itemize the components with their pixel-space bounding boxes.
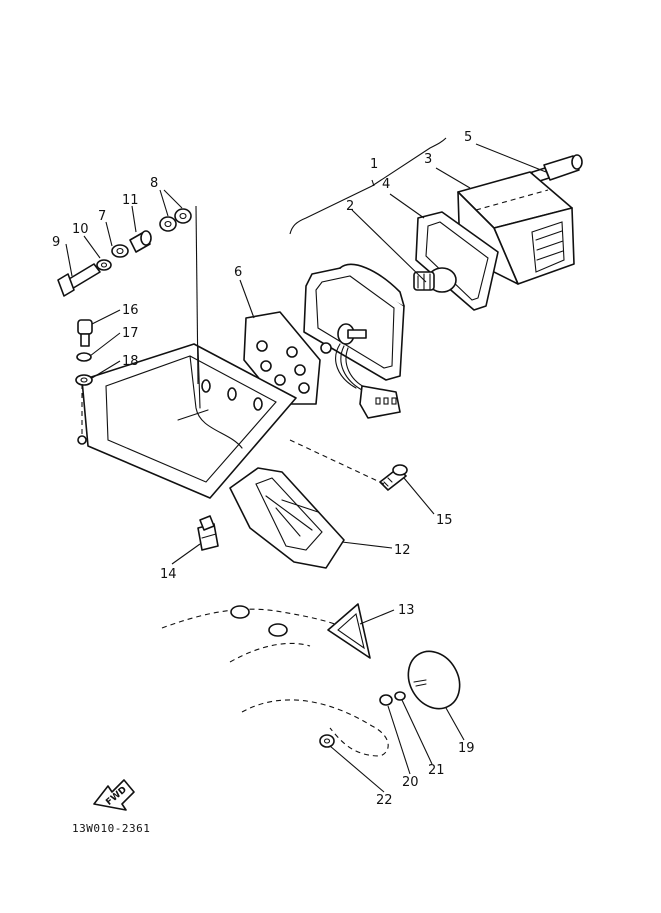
callout-10: 10 <box>72 222 89 237</box>
callout-3: 3 <box>424 152 432 167</box>
callout-4: 4 <box>382 177 390 192</box>
part-20-washer <box>379 694 393 706</box>
callout-17: 17 <box>122 326 139 341</box>
part-8-grommets <box>159 208 192 232</box>
diagram-code: 13W010-2361 <box>72 822 150 835</box>
callout-2: 2 <box>346 199 354 214</box>
callout-6: 6 <box>234 265 242 280</box>
part-11-collar <box>129 230 152 253</box>
part-9-bolt <box>57 263 101 297</box>
callout-19: 19 <box>458 741 475 756</box>
fwd-arrow: FWD <box>93 779 135 811</box>
part-19-round-reflector <box>407 650 461 710</box>
callout-11: 11 <box>122 193 139 208</box>
part-15-bolt <box>379 464 408 491</box>
part-4-gasket <box>415 211 499 311</box>
callout-5: 5 <box>464 130 472 145</box>
callout-21: 21 <box>428 763 445 778</box>
part-17-washer <box>76 352 92 362</box>
part-7-washer <box>111 244 129 258</box>
part-13-triangle-reflector <box>327 603 371 659</box>
callout-12: 12 <box>394 543 411 558</box>
callout-15: 15 <box>436 513 453 528</box>
part-2-bulb <box>413 267 457 293</box>
callout-8: 8 <box>150 176 158 191</box>
callout-22: 22 <box>376 793 393 808</box>
callout-20: 20 <box>402 775 419 790</box>
callout-18: 18 <box>122 354 139 369</box>
part-10-washer <box>96 259 112 271</box>
callout-1: 1 <box>370 157 378 172</box>
callout-9: 9 <box>52 235 60 250</box>
leader-lines <box>65 137 547 793</box>
bracket-tray <box>77 343 297 499</box>
part-22-nut <box>319 734 335 748</box>
callout-7: 7 <box>98 209 106 224</box>
part-12-fender-bracket <box>229 467 345 569</box>
part-21-washer <box>394 691 406 701</box>
part-18-washer <box>75 374 93 386</box>
callout-14: 14 <box>160 567 177 582</box>
taillight-housing <box>303 263 405 419</box>
callout-labels: 1 2 3 4 5 6 7 8 9 10 11 12 13 14 15 16 1… <box>52 130 475 808</box>
part-16-screw <box>77 319 93 347</box>
callout-13: 13 <box>398 603 415 618</box>
callout-16: 16 <box>122 303 139 318</box>
part-14-clip <box>197 515 219 551</box>
